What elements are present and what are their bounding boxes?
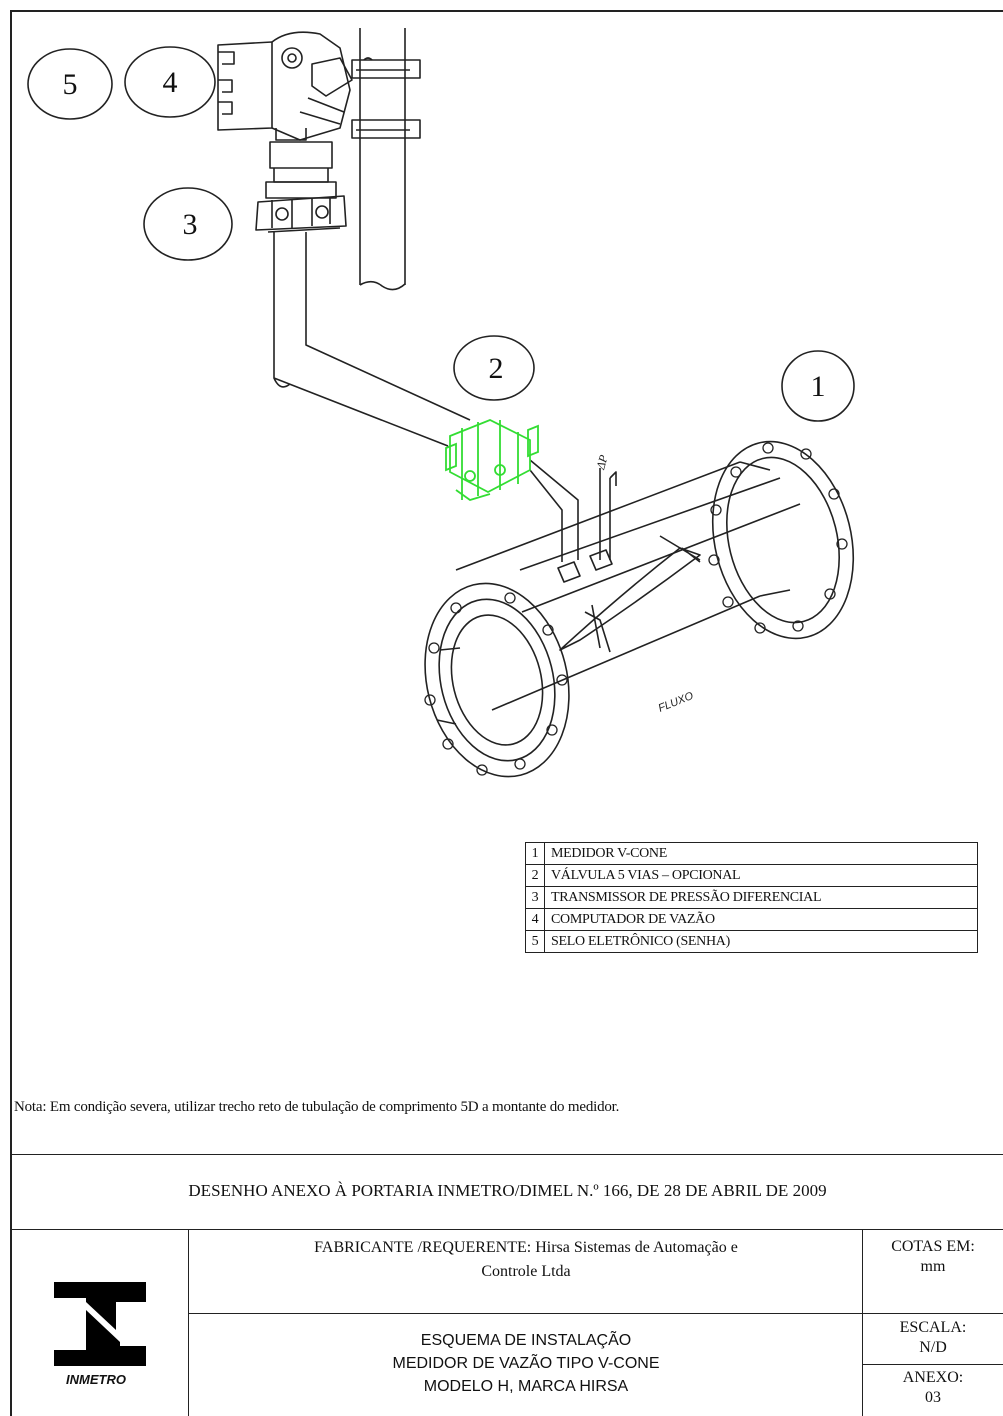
logo-text: INMETRO — [66, 1372, 126, 1387]
drawing-title-line: MODELO H, MARCA HIRSA — [423, 1378, 629, 1395]
divider — [12, 1154, 1003, 1155]
vcone-meter — [424, 440, 855, 778]
portaria-reference: DESENHO ANEXO À PORTARIA INMETRO/DIMEL N… — [188, 1181, 827, 1200]
legend-row: 2 VÁLVULA 5 VIAS – OPCIONAL — [525, 864, 978, 887]
cotas-label: COTAS EM: — [891, 1238, 975, 1255]
escala-cell: ESCALA: N/D — [863, 1318, 1003, 1358]
parts-legend: 1 MEDIDOR V-CONE 2 VÁLVULA 5 VIAS – OPCI… — [525, 842, 978, 953]
legend-row: 1 MEDIDOR V-CONE — [525, 842, 978, 865]
legend-text: VÁLVULA 5 VIAS – OPCIONAL — [544, 864, 978, 887]
delta-p-label: ΔP — [593, 453, 611, 472]
divider — [12, 1229, 1003, 1230]
callout-4: 4 — [163, 66, 178, 99]
manufacturer-info: FABRICANTE /REQUERENTE: Hirsa Sistemas d… — [190, 1236, 862, 1284]
legend-text: TRANSMISSOR DE PRESSÃO DIFERENCIAL — [544, 886, 978, 909]
divider — [188, 1313, 1003, 1314]
flow-stamp: FLUXO — [657, 690, 696, 715]
divider — [862, 1364, 1003, 1365]
callout-circle-4 — [124, 46, 216, 118]
legend-number: 4 — [525, 908, 545, 931]
callout-3: 3 — [183, 208, 198, 241]
divider — [862, 1229, 863, 1416]
legend-row: 5 SELO ELETRÔNICO (SENHA) — [525, 930, 978, 953]
callout-2: 2 — [489, 352, 504, 385]
five-way-valve — [445, 419, 539, 501]
legend-row: 4 COMPUTADOR DE VAZÃO — [525, 908, 978, 931]
anexo-value: 03 — [925, 1389, 941, 1406]
mounting-pole — [351, 28, 421, 291]
callout-circle-3 — [143, 187, 233, 261]
anexo-label: ANEXO: — [902, 1369, 964, 1386]
escala-value: N/D — [919, 1339, 947, 1356]
drawing-frame — [10, 10, 1003, 1416]
dp-transmitter — [255, 141, 347, 233]
anexo-cell: ANEXO: 03 — [863, 1368, 1003, 1408]
legend-text: SELO ELETRÔNICO (SENHA) — [544, 930, 978, 953]
callout-circle-5 — [27, 48, 113, 120]
divider — [188, 1229, 189, 1416]
legend-number: 1 — [525, 842, 545, 865]
drawing-title-line: MEDIDOR DE VAZÃO TIPO V-CONE — [392, 1355, 660, 1372]
legend-text: COMPUTADOR DE VAZÃO — [544, 908, 978, 931]
installation-drawing: 5 4 3 2 1 ΔP FLUXO — [27, 28, 855, 778]
flange-bolts — [424, 442, 848, 776]
callout-circle-1 — [781, 350, 855, 422]
drawing-title-line: ESQUEMA DE INSTALAÇÃO — [420, 1332, 632, 1349]
legend-number: 5 — [525, 930, 545, 953]
cotas-cell: COTAS EM: mm — [863, 1237, 1003, 1277]
installation-note: Nota: Em condição severa, utilizar trech… — [14, 1099, 620, 1115]
flow-computer — [217, 31, 353, 141]
legend-text: MEDIDOR V-CONE — [544, 842, 978, 865]
impulse-tube — [273, 232, 617, 562]
legend-number: 3 — [525, 886, 545, 909]
manufacturer-line: Controle Ltda — [481, 1263, 571, 1280]
cotas-value: mm — [920, 1258, 946, 1275]
drawing-title: ESQUEMA DE INSTALAÇÃO MEDIDOR DE VAZÃO T… — [190, 1329, 862, 1398]
inmetro-logo-icon — [54, 1282, 146, 1366]
legend-row: 3 TRANSMISSOR DE PRESSÃO DIFERENCIAL — [525, 886, 978, 909]
escala-label: ESCALA: — [899, 1319, 967, 1336]
callout-circle-2 — [453, 335, 535, 401]
legend-number: 2 — [525, 864, 545, 887]
manufacturer-line: FABRICANTE /REQUERENTE: Hirsa Sistemas d… — [314, 1239, 738, 1256]
callout-1: 1 — [811, 370, 826, 403]
callout-5: 5 — [63, 68, 78, 101]
